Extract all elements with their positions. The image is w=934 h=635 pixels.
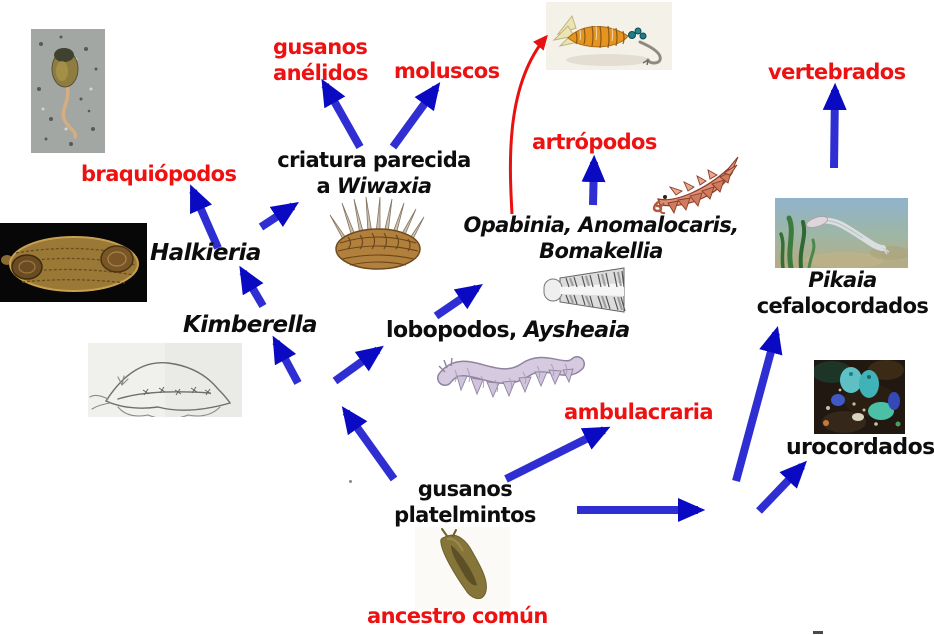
label-lobopodos-aysheaia: lobopodos, Aysheaia — [386, 318, 630, 343]
arrow-pikaia-to-vertebrados — [822, 82, 847, 169]
tunicates-photo — [814, 360, 905, 434]
label-line: a Wiwaxia — [316, 174, 433, 198]
label-pikaia-cefalocordados: Pikaia cefalocordados — [750, 267, 934, 319]
label-line: criatura parecida — [277, 148, 471, 172]
label-braquiopodos: braquiópodos — [81, 162, 237, 186]
arrow-platelmintos-to-ambulacraria — [504, 426, 611, 483]
halkieria-fossil-photo — [0, 223, 147, 302]
flatworm-photo — [415, 527, 510, 609]
arrow-lobopodos-to-opabinia-group — [433, 283, 483, 320]
arrow-opabinia-group-to-artropodos — [581, 154, 606, 206]
arrow-kimberella-to-halkieria — [239, 265, 267, 309]
label-moluscos: moluscos — [394, 59, 500, 83]
aysheaia-lobopod-drawing — [437, 356, 585, 399]
arrow-wiwaxia-to-moluscos — [389, 82, 441, 150]
arrow-wiwaxia-to-anelidos — [321, 78, 364, 149]
label-line: anélidos — [273, 61, 369, 85]
stray-dot-mark — [349, 480, 352, 483]
bomakellia-sketch — [543, 267, 626, 313]
label-kimberella: Kimberella — [183, 312, 318, 338]
arrow-junction-to-kimberella — [272, 335, 302, 385]
pikaia-photo — [775, 198, 908, 268]
arrow-halkieria-to-criatura — [258, 202, 300, 231]
label-opabinia-anomalocaris-bomakellia: Opabinia, Anomalocaris, Bomakellia — [452, 212, 750, 264]
label-vertebrados: vertebrados — [768, 60, 906, 84]
wiwaxia-drawing — [329, 196, 425, 270]
label-line: Pikaia — [808, 268, 877, 292]
arrow-junction-to-urocordados — [756, 460, 807, 514]
label-line: cefalocordados — [756, 294, 929, 318]
label-line: gusanos — [417, 477, 513, 501]
label-urocordados: urocordados — [786, 435, 934, 460]
kimberella-sketch — [88, 343, 242, 417]
anomalocaris-drawing — [652, 156, 739, 215]
arrow-artropodos-to-opabinia-photo — [508, 34, 548, 215]
label-artropodos: artrópodos — [532, 130, 657, 154]
label-line: platelmintos — [394, 503, 536, 527]
stray-dash-mark — [813, 631, 823, 634]
label-gusanos-platelmintos: gusanos platelmintos — [385, 476, 545, 528]
label-gusanos-anelidos: gusanos anélidos — [273, 34, 369, 86]
label-halkieria: Halkieria — [150, 240, 261, 266]
arrow-junction-to-lobopodos — [332, 345, 384, 385]
arrow-junction-to-pikaia — [732, 326, 783, 483]
label-line: Opabinia, Anomalocaris, — [463, 213, 739, 237]
label-ambulacraria: ambulacraria — [564, 400, 714, 424]
opabinia-model-photo — [546, 2, 672, 70]
brachiopod-photo — [31, 29, 105, 153]
label-ancestro-comun: ancestro común — [367, 604, 548, 628]
label-criatura-parecida-wiwaxia: criatura parecida a Wiwaxia — [262, 147, 486, 199]
label-line: gusanos — [273, 35, 368, 59]
arrow-platelmintos-to-left-junction — [341, 406, 398, 482]
label-line: Bomakellia — [539, 239, 663, 263]
